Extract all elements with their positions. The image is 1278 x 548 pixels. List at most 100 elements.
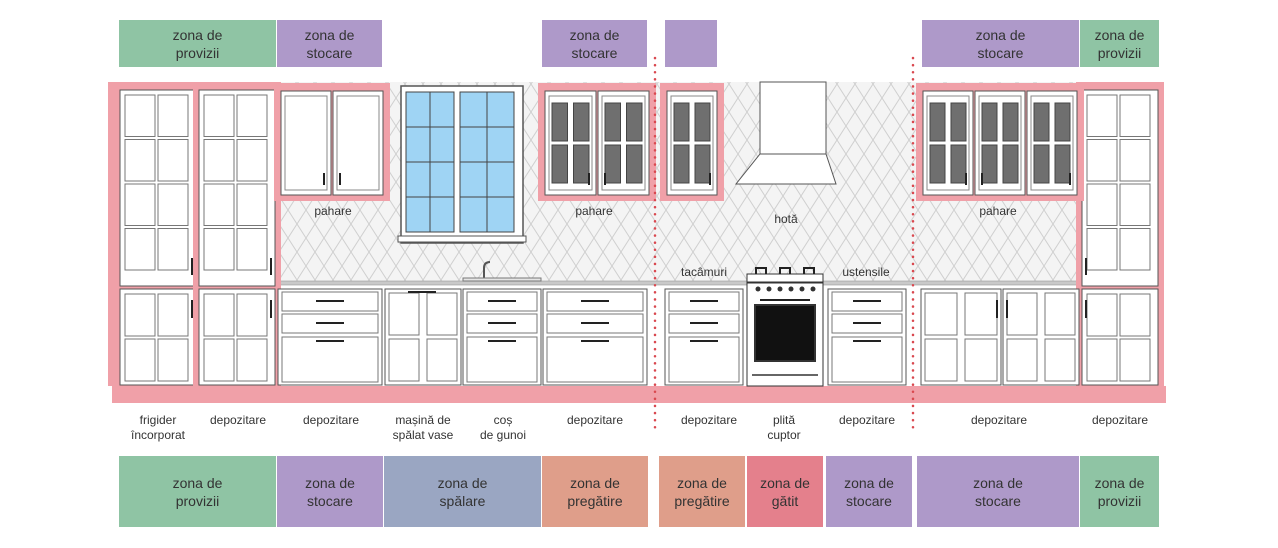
pantry-unit-left-panel [236, 94, 268, 137]
base-cabinet-right-1-panel [964, 338, 998, 382]
bottom-zone-provizii-right: zona de provizii [1080, 456, 1159, 527]
dishwasher-panel [388, 292, 420, 336]
pantry-unit-left-panel [203, 228, 235, 271]
burner-grate [779, 267, 791, 274]
top-zone-stocare-3 [665, 20, 717, 67]
hood-chimney [759, 81, 827, 155]
upper-cabinet-1-door-frame [284, 95, 328, 191]
upper-cabinet-4-glass [1002, 144, 1019, 184]
top-zone-stocare-1: zona de stocare [277, 20, 382, 67]
upper-cabinet-2-glass [626, 144, 643, 184]
pantry-unit-right-panel [1119, 228, 1151, 271]
bottom-zone-pregatire-2: zona de pregătire [659, 456, 745, 527]
base-cabinet-right-1-panel [924, 338, 958, 382]
upper-label-pahare-3: pahare [979, 204, 1017, 218]
item-label-depozitare-3: depozitare [566, 413, 624, 427]
pantry-unit-right-panel [1119, 183, 1151, 226]
fridge-unit-panel [124, 293, 156, 337]
oven-knob [788, 286, 794, 292]
fridge-unit-panel [124, 183, 156, 226]
item-label-depozitare-5: depozitare [838, 413, 896, 427]
faucet [483, 261, 491, 278]
pantry-unit-left-panel [236, 139, 268, 182]
upper-label-pahare-2: pahare [575, 204, 613, 218]
hood-canopy [734, 153, 837, 185]
base-cabinet-right-1-panel [964, 292, 998, 336]
upper-cabinet-2-glass [573, 144, 590, 184]
oven-knob [755, 286, 761, 292]
upper-cabinet-4-glass [929, 102, 946, 142]
bottom-zone-pregatire-1: zona de pregătire [542, 456, 648, 527]
pantry-unit-right-panel [1086, 94, 1118, 137]
window-sill [397, 235, 527, 243]
item-label-frigider: frigider încorporat [130, 413, 186, 442]
oven-knob [766, 286, 772, 292]
base-cabinet-cutlery-drawer [668, 336, 740, 383]
fridge-unit-panel [124, 139, 156, 182]
item-label-depozitare-1: depozitare [209, 413, 267, 427]
base-cabinet-right-2-panel [1044, 292, 1076, 336]
pantry-unit-left-panel [203, 293, 235, 337]
item-label-masina-spalat: mașină de spălat vase [392, 413, 454, 442]
upper-cabinet-1-door-frame [336, 95, 380, 191]
upper-cabinet-4-glass [950, 144, 967, 184]
fridge-unit-panel [124, 338, 156, 382]
upper-cabinet-4-glass [981, 102, 998, 142]
upper-cabinet-4-glass [1002, 102, 1019, 142]
pantry-unit-right-panel [1086, 293, 1118, 337]
item-label-depozitare-7: depozitare [1091, 413, 1149, 427]
pantry-unit-right-panel [1086, 228, 1118, 271]
pantry-unit-left-panel [203, 139, 235, 182]
upper-cabinet-3-glass [673, 144, 690, 184]
floor-strip [112, 386, 1166, 403]
upper-cabinet-3-glass [673, 102, 690, 142]
bottom-zone-provizii-left: zona de provizii [119, 456, 276, 527]
base-cabinet-right-1-panel [924, 292, 958, 336]
upper-cabinet-2-glass [551, 102, 568, 142]
item-label-depozitare-6: depozitare [970, 413, 1028, 427]
pantry-unit-left-panel [203, 183, 235, 226]
bottom-zone-stocare-1: zona de stocare [277, 456, 383, 527]
oven-window [754, 304, 816, 362]
fridge-unit-panel [157, 139, 189, 182]
fridge-unit-panel [157, 94, 189, 137]
fridge-unit-panel [157, 228, 189, 271]
burner-grate [803, 267, 815, 274]
pantry-unit-left-panel [203, 338, 235, 382]
oven-knob [799, 286, 805, 292]
dishwasher-panel [426, 292, 458, 336]
bottom-zone-spalare: zona de spălare [384, 456, 541, 527]
dishwasher-panel [388, 338, 420, 382]
counter-label-ustensile: ustensile [842, 265, 890, 279]
pantry-unit-right-panel [1086, 139, 1118, 182]
oven-knob [777, 286, 783, 292]
top-zone-provizii-right: zona de provizii [1080, 20, 1159, 67]
pantry-unit-right-panel [1086, 183, 1118, 226]
base-cabinet-right-2-panel [1044, 338, 1076, 382]
fridge-unit-panel [157, 338, 189, 382]
bottom-zone-stocare-3: zona de stocare [917, 456, 1079, 527]
base-cabinet-utensils-drawer [831, 336, 903, 383]
upper-cabinet-2-glass [573, 102, 590, 142]
fridge-unit-panel [124, 94, 156, 137]
fridge-unit-panel [124, 228, 156, 271]
top-zone-stocare-4: zona de stocare [922, 20, 1079, 67]
base-cabinet-right-2-panel [1006, 292, 1038, 336]
cooktop [746, 273, 824, 283]
pantry-unit-left-panel [203, 94, 235, 137]
upper-cabinet-2-glass [604, 144, 621, 184]
burner-grate [755, 267, 767, 274]
upper-cabinet-3-glass [694, 102, 711, 142]
item-label-depozitare-2: depozitare [302, 413, 360, 427]
pantry-unit-left-panel [236, 183, 268, 226]
counter-label-tacamuri: tacâmuri [680, 265, 727, 279]
upper-cabinet-4-glass [929, 144, 946, 184]
base-cabinet-bin-drawer [466, 336, 538, 383]
pantry-unit-left-panel [236, 293, 268, 337]
pantry-unit-right-panel [1119, 338, 1151, 382]
pantry-unit-right-panel [1086, 338, 1118, 382]
dishwasher-panel [426, 338, 458, 382]
base-cabinet-right-2-panel [1006, 338, 1038, 382]
